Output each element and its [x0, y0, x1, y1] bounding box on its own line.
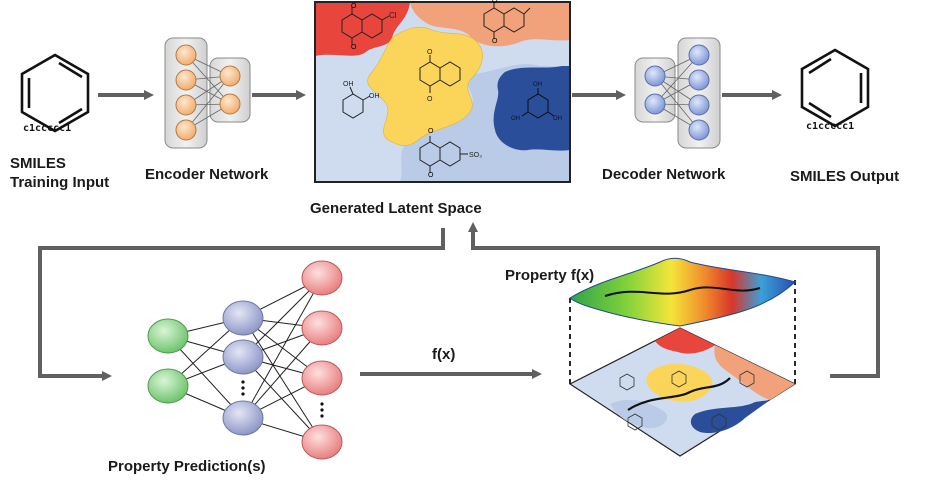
- latent-region-darkblue: [493, 66, 570, 151]
- mol-label-oh-d: OH: [511, 116, 520, 122]
- smiles-input-label-line2: Training Input: [10, 174, 110, 191]
- mol-label-oh-b: OH: [369, 93, 380, 100]
- property-surface-3d: [568, 257, 797, 457]
- decoder-network-icon: [634, 37, 721, 149]
- mol-label-oh-c: OH: [533, 82, 542, 88]
- mol-label-o-b: O: [427, 96, 433, 103]
- latent-space-map: Cl O O OH OH OH OH OH: [314, 1, 571, 183]
- property-fx-label: Property f(x): [505, 267, 595, 284]
- latent-molecule-orange-icon: [483, 2, 531, 39]
- decoder-network-label: Decoder Network: [602, 166, 726, 183]
- mol-label-o-h: O: [428, 172, 434, 179]
- property-prediction-label: Property Prediction(s): [108, 458, 266, 475]
- mol-label-oh-e: OH: [553, 116, 562, 122]
- benzene-input-icon: [20, 53, 90, 133]
- encoder-network-icon: [164, 37, 251, 149]
- mol-label-o-c: O: [351, 3, 357, 10]
- latent-region-yellow: [367, 26, 483, 147]
- benzene-output-icon: [800, 48, 870, 128]
- latent-molecule-yellow-icon: [419, 55, 461, 93]
- mol-label-o-f: O: [492, 38, 498, 45]
- arrow-property-to-latent: [468, 222, 880, 378]
- property-prediction-network-icon: [147, 260, 343, 460]
- smiles-output-text: c1ccccc1: [806, 121, 855, 132]
- mol-label-o-e: O: [492, 0, 498, 5]
- latent-molecule-lightblue-icon: [342, 86, 371, 119]
- arrow-latent-to-prediction: [38, 228, 445, 381]
- mol-label-o-d: O: [351, 44, 357, 51]
- smiles-input-text: c1ccccc1: [23, 123, 72, 134]
- mol-label-cl: Cl: [389, 11, 397, 20]
- smiles-input-label-line1: SMILES: [10, 155, 66, 172]
- mol-label-o-g: O: [428, 128, 434, 135]
- mol-label-oh-a: OH: [343, 81, 354, 88]
- latent-molecule-red-icon: [341, 7, 390, 45]
- fx-label: f(x): [432, 346, 456, 363]
- mol-label-so3: SO₃: [469, 152, 482, 159]
- latent-space-label: Generated Latent Space: [310, 200, 482, 217]
- smiles-output-label: SMILES Output: [790, 168, 900, 185]
- latent-molecule-bottom-icon: [419, 136, 468, 173]
- latent-region-orange: [410, 2, 570, 47]
- latent-molecule-darkblue-icon: [521, 88, 555, 119]
- mol-label-o-a: O: [427, 49, 433, 56]
- encoder-network-label: Encoder Network: [145, 166, 269, 183]
